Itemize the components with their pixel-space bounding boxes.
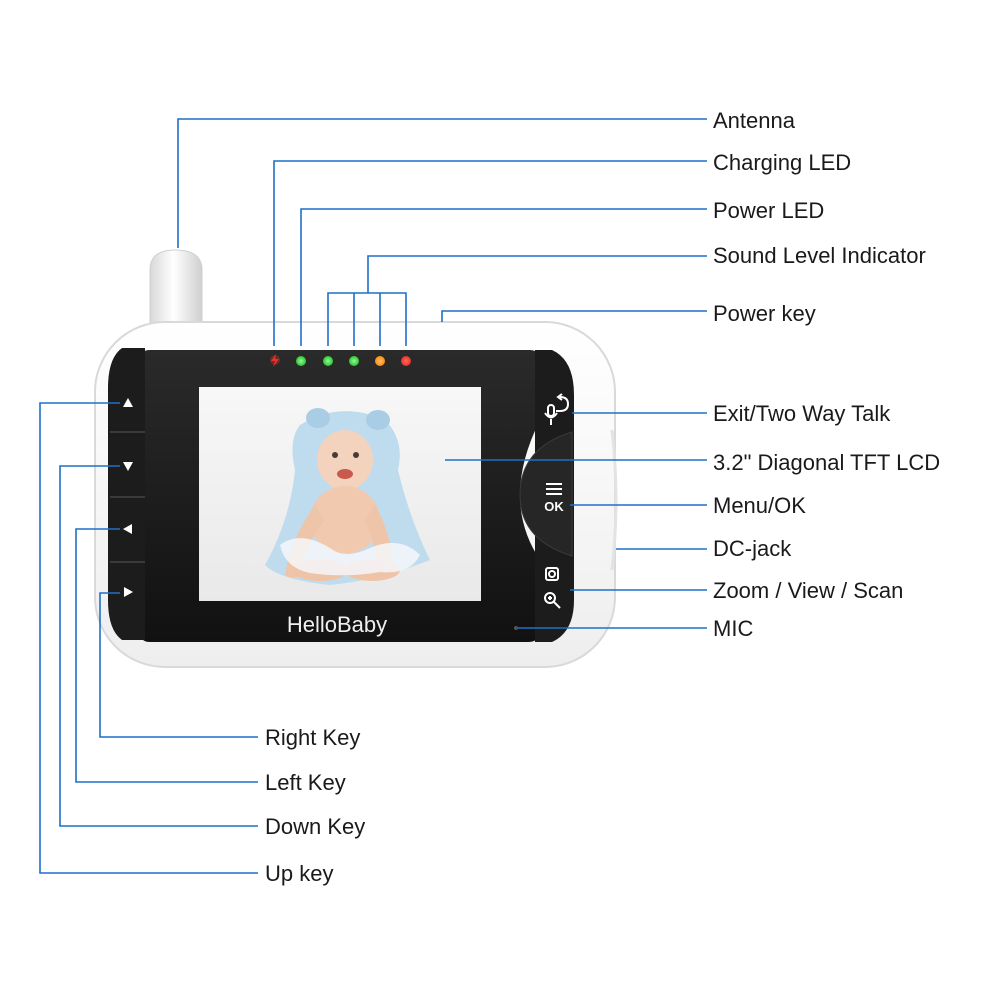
callout-line-power-key: [441, 310, 707, 322]
down-key[interactable]: [123, 462, 133, 471]
brand-logo: HelloBaby: [287, 612, 387, 637]
label-antenna: Antenna: [713, 108, 795, 133]
triangle-right-icon: [124, 587, 133, 597]
antenna: [149, 249, 203, 331]
right-key[interactable]: [124, 587, 133, 597]
left-key-strip: [108, 348, 145, 640]
sound-led-3: [375, 356, 385, 366]
indicator-leds: [270, 354, 411, 367]
callout-lines: [39, 118, 707, 874]
talk-key[interactable]: [544, 393, 570, 425]
label-left-key: Left Key: [265, 770, 346, 795]
charging-led: [270, 354, 280, 367]
label-up-key: Up key: [265, 861, 334, 886]
label-menu-ok: Menu/OK: [713, 493, 806, 518]
menu-ok-key[interactable]: OK: [519, 431, 573, 557]
callout-line-power-led: [300, 208, 707, 346]
callout-line-charging-led: [273, 160, 707, 346]
label-tft-lcd: 3.2" Diagonal TFT LCD: [713, 450, 941, 475]
zoom-key[interactable]: [544, 567, 561, 609]
callout-line-sound-level: [327, 292, 407, 346]
sound-led-2: [349, 356, 359, 366]
callout-line-down-key: [59, 465, 258, 827]
up-key[interactable]: [123, 398, 133, 407]
power-led: [296, 356, 306, 366]
label-exit-talk: Exit/Two Way Talk: [713, 401, 891, 426]
sound-led-4: [401, 356, 411, 366]
left-key[interactable]: [123, 524, 132, 534]
lcd-screen: [199, 387, 481, 601]
ok-key-text: OK: [544, 499, 564, 514]
callout-line-up-key: [39, 402, 258, 874]
baby-photo: [265, 408, 430, 585]
callout-line-sound-trunk: [367, 255, 707, 293]
sound-led-1: [323, 356, 333, 366]
label-mic: MIC: [713, 616, 754, 641]
triangle-down-icon: [123, 462, 133, 471]
label-right-key: Right Key: [265, 725, 361, 750]
label-sound-level: Sound Level Indicator: [713, 243, 926, 268]
triangle-up-icon: [123, 398, 133, 407]
menu-ok-icon: OK: [544, 483, 564, 514]
mic-return-icon: [544, 393, 570, 425]
mic-hole: [514, 626, 518, 630]
label-zoom-view-scan: Zoom / View / Scan: [713, 578, 904, 603]
label-power-key: Power key: [713, 301, 816, 326]
label-charging-led: Charging LED: [713, 150, 852, 175]
callout-line-right-key: [99, 592, 258, 738]
callout-line-antenna: [177, 118, 707, 248]
camera-zoom-icon: [544, 567, 561, 609]
callout-line-left-key: [75, 528, 258, 783]
triangle-left-icon: [123, 524, 132, 534]
label-power-led: Power LED: [713, 198, 825, 223]
label-down-key: Down Key: [265, 814, 366, 839]
label-dc-jack: DC-jack: [713, 536, 792, 561]
